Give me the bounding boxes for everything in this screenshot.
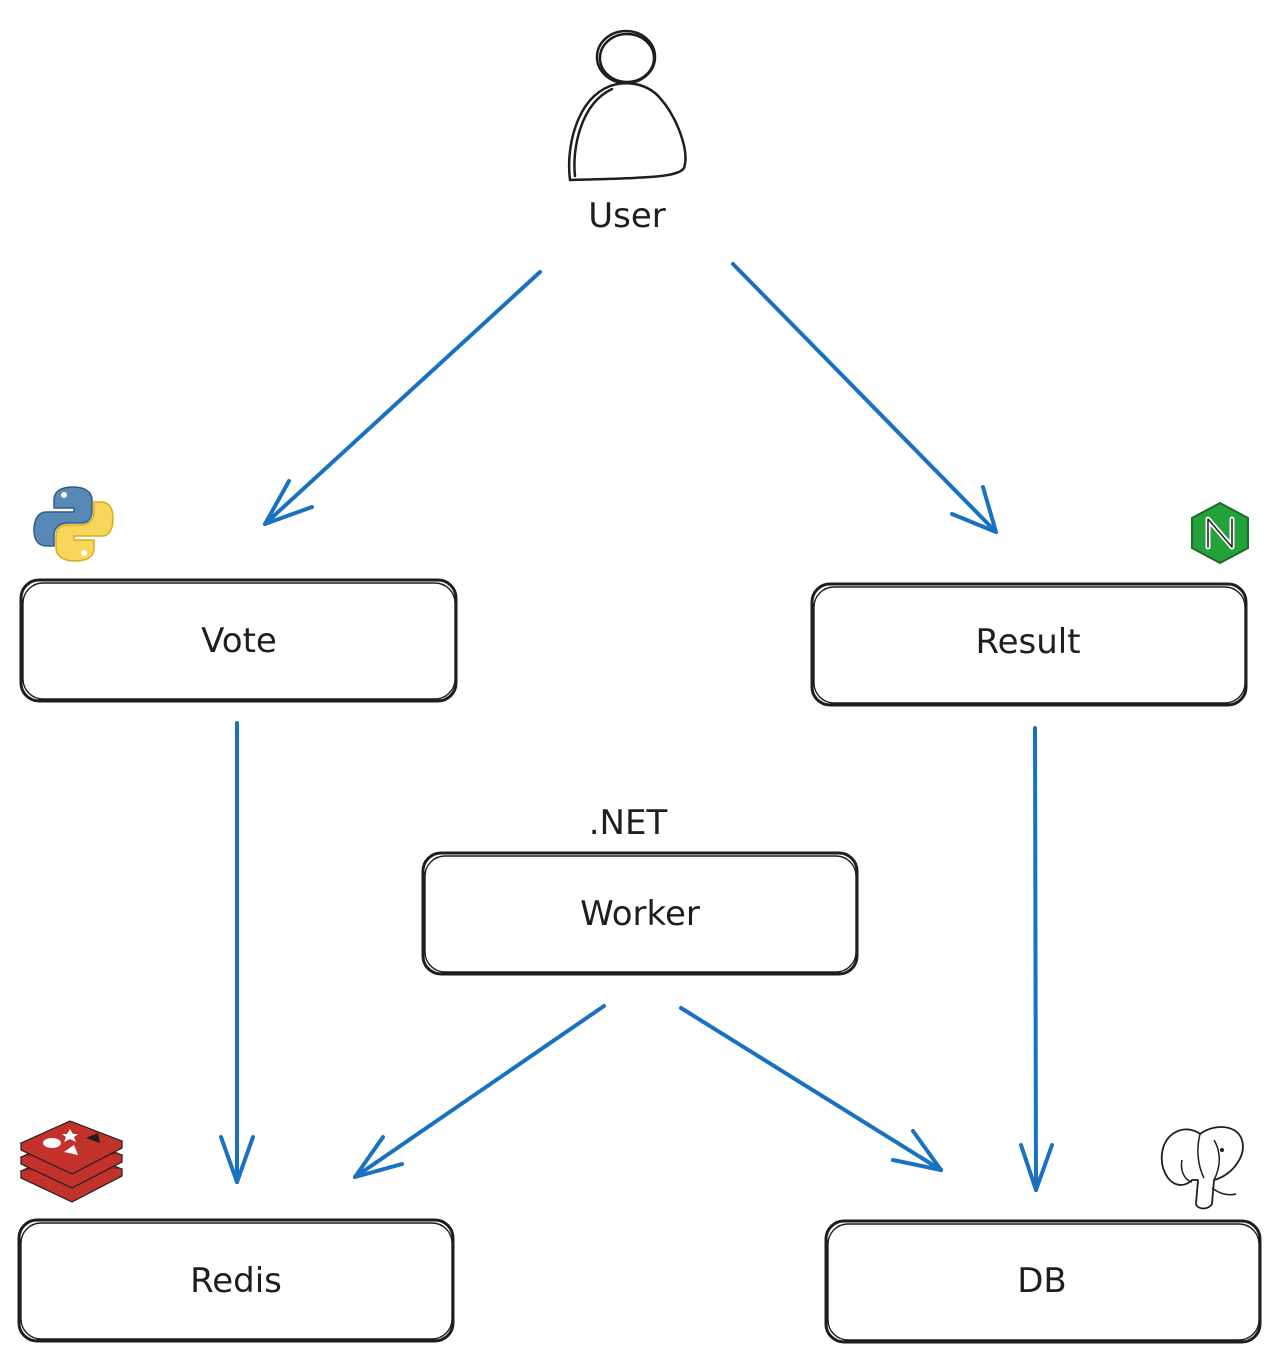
worker-tech-label: .NET (589, 803, 668, 843)
redis-logo-icon (19, 1120, 124, 1203)
arrow-worker-to-db (679, 1006, 943, 1172)
result-label: Result (975, 622, 1080, 662)
arrow-user-to-result (731, 262, 998, 534)
vote-label: Vote (201, 621, 277, 661)
worker-label: Worker (580, 894, 700, 934)
result-node[interactable]: Result (810, 582, 1248, 707)
redis-node[interactable]: Redis (17, 1218, 455, 1343)
worker-node[interactable]: Worker (421, 851, 859, 976)
nginx-logo-icon (1191, 501, 1249, 565)
user-icon (567, 29, 687, 182)
arrow-user-to-vote (263, 270, 542, 526)
vote-node[interactable]: Vote (19, 578, 458, 703)
arrow-vote-to-redis (219, 721, 255, 1184)
user-label: User (588, 196, 666, 236)
python-logo-icon (33, 486, 114, 562)
db-label: DB (1017, 1261, 1067, 1301)
redis-label: Redis (190, 1261, 282, 1301)
arrow-worker-to-redis (353, 1004, 606, 1179)
db-node[interactable]: DB (824, 1219, 1262, 1344)
postgresql-logo-icon (1160, 1126, 1244, 1210)
arrow-result-to-db (1019, 726, 1054, 1192)
